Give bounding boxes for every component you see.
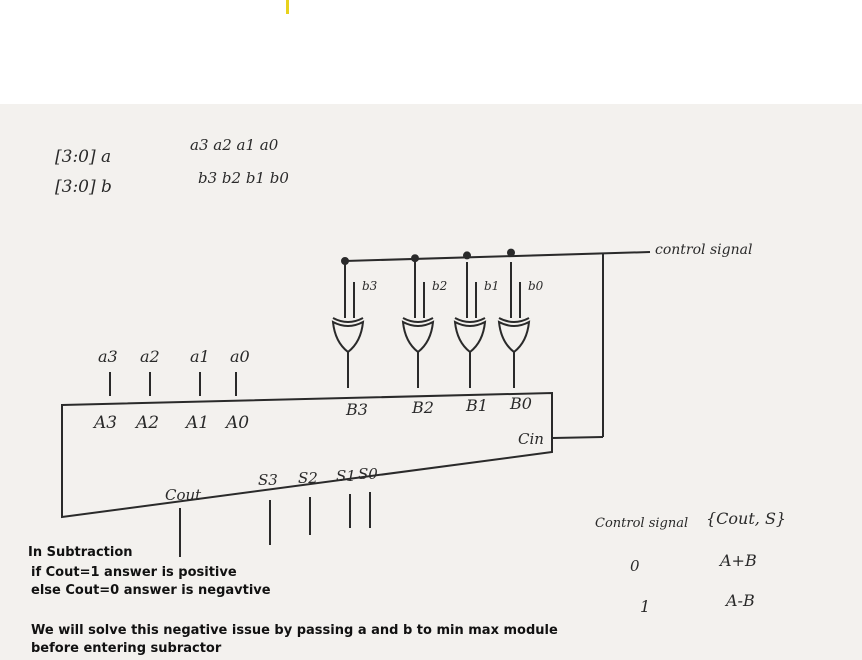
b-input-label-2: b1: [484, 279, 499, 293]
paper-background: [0, 104, 862, 660]
b-input-label-0: b3: [362, 279, 378, 293]
cin-label: Cin: [518, 430, 544, 448]
a-input-label-1: a2: [140, 347, 160, 366]
cout-label: Cout: [165, 486, 202, 504]
sum-label-0: S3: [258, 471, 278, 489]
B-port-label-0: B3: [345, 400, 368, 419]
A-port-label-3: A0: [224, 413, 249, 433]
table-row-0-op: A+B: [718, 551, 757, 570]
a-input-label-2: a1: [190, 347, 210, 366]
a-definition: [3:0] a: [55, 147, 111, 167]
note-before-subtractor: before entering subractor: [31, 641, 222, 656]
b-input-label-3: b0: [528, 279, 544, 293]
a-input-label-0: a3: [98, 347, 118, 366]
A-port-label-2: A1: [184, 413, 209, 433]
a-bit-list: a3 a2 a1 a0: [190, 136, 279, 154]
xor-gate-0: [331, 257, 365, 388]
b-bit-list: b3 b2 b1 b0: [198, 169, 289, 187]
table-row-1-ctrl: 1: [640, 597, 650, 616]
control-junction-dot: [341, 257, 349, 265]
B-port-label-1: B2: [411, 398, 434, 417]
b-definition: [3:0] b: [55, 177, 112, 197]
marker-blip: [286, 0, 289, 14]
control-junction-dot: [507, 248, 515, 257]
xor-gate-2: [453, 251, 487, 388]
table-row-1-op: A-B: [724, 591, 755, 610]
table-row-0-ctrl: 0: [630, 557, 640, 575]
a-input-wires: [109, 372, 237, 396]
b-input-label-1: b2: [432, 279, 447, 293]
note-cout-negative: else Cout=0 answer is negavtive: [31, 583, 271, 598]
xor-gate-1: [401, 254, 435, 388]
sum-label-2: S1: [336, 467, 356, 485]
control-junction-dot: [411, 254, 419, 263]
sum-label-3: S0: [358, 465, 378, 483]
table-header-output: {Cout, S}: [706, 509, 786, 528]
B-port-label-3: B0: [509, 394, 532, 413]
note-cout-positive: if Cout=1 answer is positive: [31, 565, 237, 580]
control-junction-dot: [463, 251, 471, 260]
adder-block: [61, 391, 553, 519]
xor-gate-3: [497, 248, 531, 388]
table-header-control: Control signal: [595, 516, 688, 531]
a-input-label-3: a0: [230, 347, 250, 366]
control-bus: [344, 251, 651, 439]
sum-wires: [269, 492, 371, 545]
note-in-subtraction: In Subtraction: [28, 545, 133, 560]
B-port-label-2: B1: [465, 396, 488, 415]
note-min-max: We will solve this negative issue by pas…: [31, 623, 558, 638]
A-port-label-1: A2: [134, 413, 159, 433]
sum-label-1: S2: [298, 469, 318, 487]
control-signal-label: control signal: [655, 242, 752, 258]
A-port-label-0: A3: [92, 413, 117, 433]
